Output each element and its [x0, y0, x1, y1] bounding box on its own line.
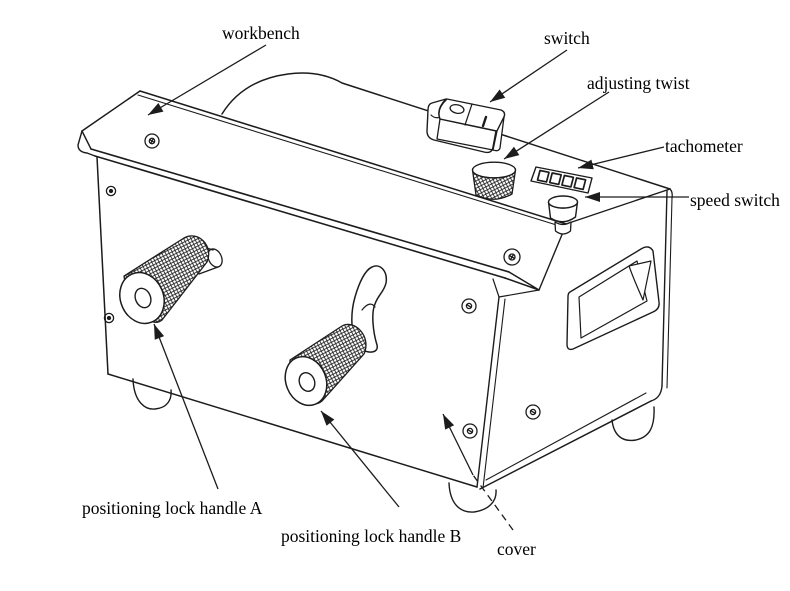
adjusting-twist-knob	[471, 161, 517, 200]
foot-front-left	[132, 378, 172, 410]
workbench-rear-edge-inner	[137, 94, 564, 228]
recess-inner	[578, 260, 648, 339]
label-positioning-lock-handle-b: positioning lock handle B	[281, 526, 461, 546]
label-cover: cover	[497, 539, 536, 559]
workbench-front-edge-top	[90, 148, 510, 273]
speed-switch-knob	[547, 195, 579, 235]
speed-switch-top	[547, 195, 579, 209]
foot-front-right	[448, 482, 497, 513]
front-panel	[96, 156, 506, 489]
screw-icon	[144, 133, 160, 149]
panel-right-corner-outer	[476, 296, 500, 488]
arrowhead-icon	[585, 192, 600, 202]
lock-handle-b	[284, 323, 367, 407]
arrowhead-icon	[148, 103, 164, 115]
workbench-part	[77, 90, 567, 298]
recess-grip-notch	[628, 260, 652, 301]
tachometer-display	[530, 166, 593, 194]
workbench-right-tip	[504, 271, 540, 291]
screw-icon	[461, 298, 477, 314]
twist-knob-top	[471, 161, 517, 179]
leader-workbench	[147, 44, 267, 116]
label-workbench: workbench	[222, 23, 300, 43]
power-switch	[426, 98, 506, 154]
screws	[103, 133, 541, 439]
cover-panel	[479, 188, 673, 490]
screw-icon	[503, 248, 521, 266]
switch-o-mark	[449, 103, 465, 115]
switch-i-mark	[481, 115, 488, 128]
right-edge-outer	[661, 190, 668, 387]
tachometer-digit-window	[573, 177, 587, 191]
lever-fold-line	[361, 303, 376, 311]
workbench-front-edge-bottom	[94, 155, 506, 279]
label-tachometer: tachometer	[665, 136, 743, 156]
screw-icon	[103, 312, 115, 324]
arrowhead-icon	[154, 324, 165, 340]
panel-bottom-edge	[107, 373, 478, 488]
workbench-rear-edge	[139, 90, 567, 225]
right-bottom-corner	[650, 385, 663, 402]
base-strip-right	[485, 392, 647, 481]
foot-right	[611, 406, 655, 442]
annotations-layer: workbench switch adjusting twist tachometer…	[82, 23, 780, 559]
top-rear-edge	[221, 72, 671, 190]
handle-b-hole	[298, 372, 316, 392]
leader-adjusting-twist	[503, 91, 610, 160]
label-adjusting-twist: adjusting twist	[587, 73, 690, 93]
screw-icon	[525, 404, 541, 420]
panel-right-corner-inner	[482, 298, 506, 489]
leader-positioning-lock-handle-b	[320, 410, 400, 508]
lock-handle-a	[119, 235, 223, 325]
screw-icon	[462, 423, 478, 439]
speed-switch-stem	[554, 221, 572, 235]
tachometer-digit-window	[561, 174, 575, 188]
bottom-right-edge	[479, 400, 652, 490]
arrowhead-icon	[578, 159, 594, 170]
leader-positioning-lock-handle-a	[153, 323, 219, 490]
label-positioning-lock-handle-a: positioning lock handle A	[82, 498, 263, 518]
handle-recess	[566, 246, 660, 351]
workbench-left-wedge	[77, 130, 96, 157]
leader-switch	[489, 49, 568, 103]
screw-icon	[105, 185, 117, 197]
machine-drawing	[77, 72, 673, 513]
right-edge-inner	[666, 197, 673, 389]
tachometer-digit-window	[536, 169, 550, 183]
arrowhead-icon	[443, 414, 455, 430]
top-front-right-edge	[565, 188, 671, 225]
label-switch: switch	[544, 28, 590, 48]
arrowhead-icon	[490, 89, 506, 102]
panel-left-edge	[96, 156, 109, 375]
handle-a-hole	[134, 287, 152, 309]
switch-rocker-divider	[464, 103, 473, 126]
front-right-fold-edge	[538, 224, 567, 291]
tachometer-frame	[530, 166, 593, 194]
arrowhead-icon	[321, 411, 335, 426]
tachometer-digit-window	[548, 172, 563, 186]
label-speed-switch: speed switch	[690, 190, 780, 210]
arrowhead-icon	[504, 146, 520, 159]
workbench-left-edge	[81, 90, 141, 132]
switch-front-face	[436, 118, 494, 151]
